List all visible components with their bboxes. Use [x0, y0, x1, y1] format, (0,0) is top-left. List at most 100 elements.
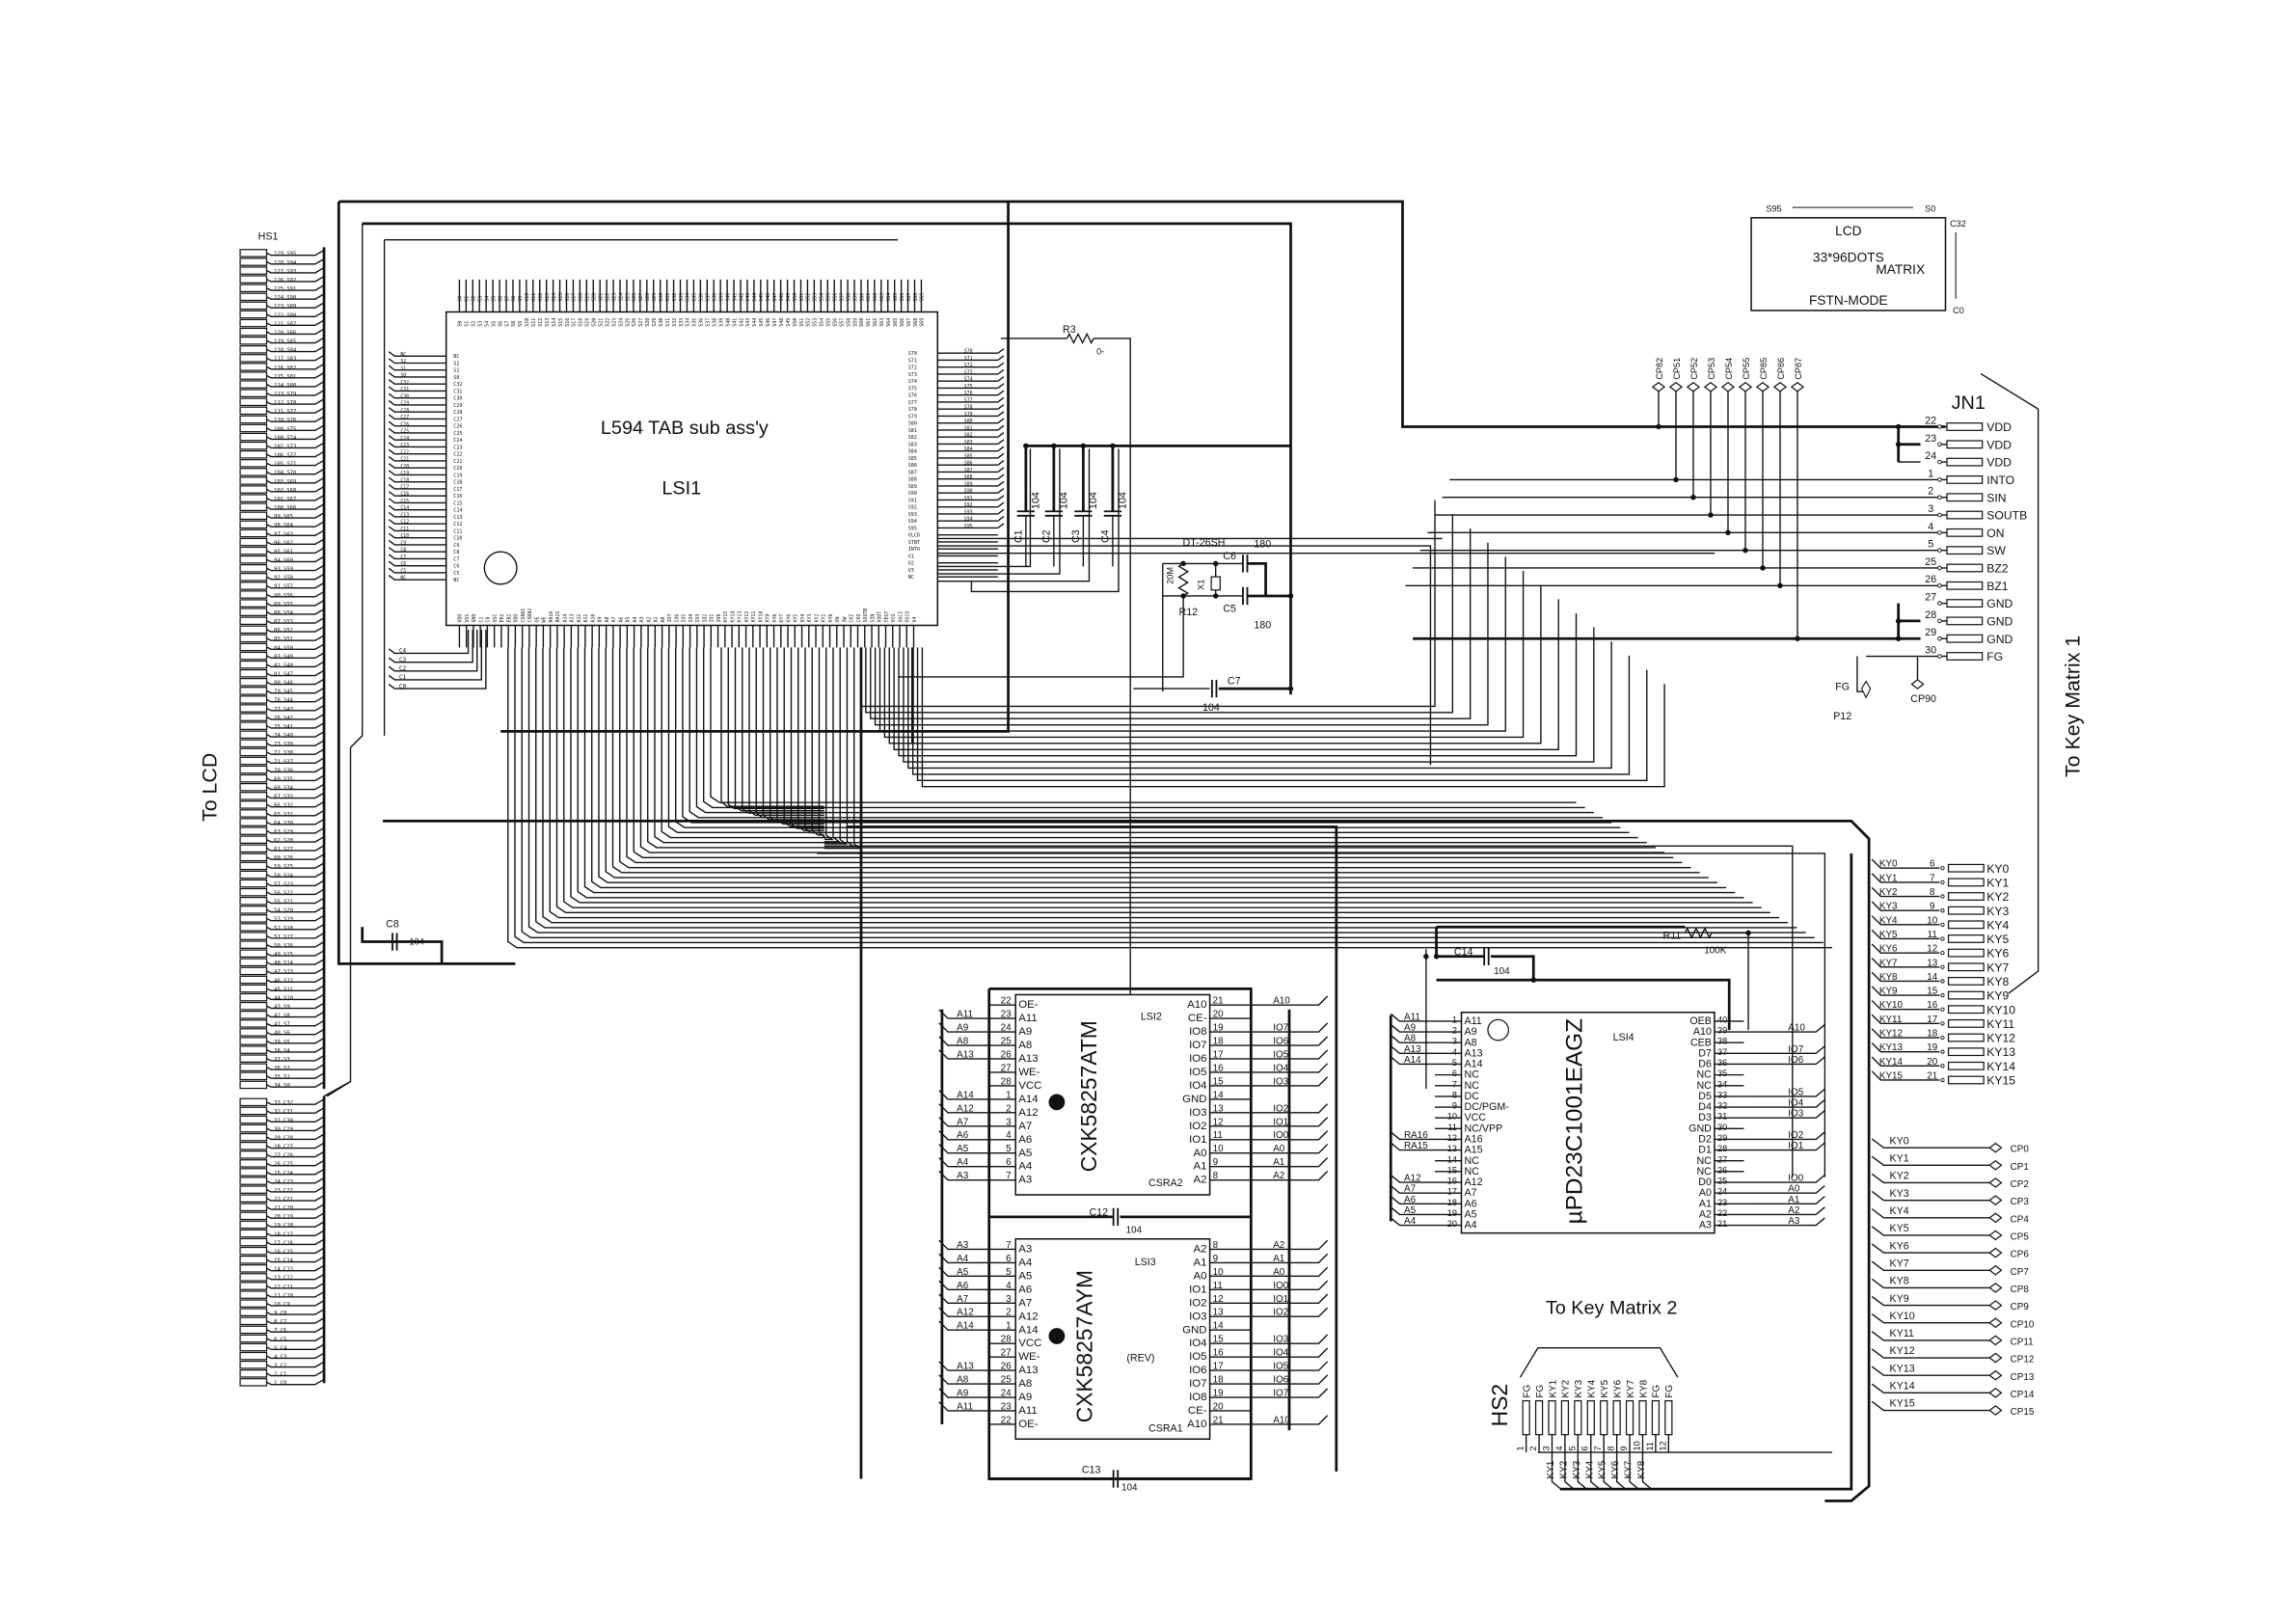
pin-name: IO6 [1189, 1053, 1206, 1065]
jn1-pin-name: ON [1986, 527, 2004, 540]
wire [997, 508, 1005, 515]
to-key-matrix-1-label: To Key Matrix 1 [2061, 636, 2084, 777]
lsi1-pin-label: C26 [453, 424, 462, 430]
hs2-pin-number: 4 [1554, 1446, 1564, 1450]
pin-terminal [1940, 1049, 1945, 1054]
pin-name: DC/PGM- [1465, 1101, 1510, 1113]
lsi1-net-label: C6 [400, 561, 406, 567]
wire [266, 1002, 325, 1010]
key-wire [1871, 1383, 1990, 1394]
jn1-pin [1946, 457, 1984, 467]
hs1-pin-label: 82 S48 [274, 663, 293, 668]
pin-name: A13 [1018, 1365, 1038, 1376]
pin-name: NC [1465, 1166, 1480, 1177]
lsi1-pin [388, 504, 446, 511]
lsi1-net-label: S62 [873, 293, 878, 302]
pin1-marker-icon [1487, 1018, 1509, 1041]
lsi1-net-label: S33 [679, 293, 685, 302]
jn1-pin-name: KY11 [1986, 1017, 2014, 1031]
hs1-pin-label: 26 C25 [274, 1162, 293, 1168]
hs1-pin-label: 115 S81 [274, 374, 296, 380]
lsi1-pin [388, 386, 446, 392]
wire [266, 468, 325, 475]
lsi1-pin-label: INTO [908, 547, 920, 553]
wire [1251, 1049, 1329, 1060]
junction-dot [1110, 443, 1116, 449]
hs1-pin-label: 39 S5 [274, 1040, 290, 1045]
control-wire [888, 584, 1542, 744]
hs2-pin-number: 6 [1580, 1446, 1590, 1450]
hs1-pin-label: 123 S89 [274, 304, 296, 310]
hs1-pin-label: 18 C17 [274, 1231, 293, 1237]
pin-number: 13 [1213, 1103, 1225, 1114]
lsi1-net-label: S1 [400, 365, 406, 371]
lsi1-pin-label: S87 [908, 470, 917, 475]
hs1-pin-label: 86 S52 [274, 628, 293, 634]
pin-name: A9 [1465, 1026, 1477, 1038]
lsi1-net-label: S67 [906, 293, 912, 302]
fg-label: FG [1835, 682, 1850, 693]
wire [266, 416, 325, 422]
hs2-pin [1612, 1399, 1621, 1436]
key-wire [1871, 1243, 1990, 1254]
key-wire [1871, 1295, 1990, 1307]
hs1-pin [239, 923, 268, 932]
pin-number: 28 [1717, 1144, 1727, 1153]
lsi1-net-label: S1 [465, 296, 471, 302]
c8-value: 104 [410, 937, 424, 947]
lsi1-pin-label: KY5 [794, 614, 799, 623]
pin-number: 35 [1717, 1068, 1727, 1078]
jn1-pin-name: INTO [1986, 473, 2014, 487]
lsi1-pin-label: C20 [453, 466, 462, 472]
pin-name: NC [1465, 1069, 1480, 1081]
lsi1-pin-label: C19 [453, 473, 462, 478]
pin-number: 26 [1001, 1362, 1013, 1372]
hs1-pin [239, 1063, 268, 1072]
test-point-label: CP86 [1776, 358, 1786, 380]
pin-number: 36 [1717, 1058, 1727, 1068]
hs1-pin [239, 380, 268, 389]
lsi1-net-label: S10 [525, 293, 530, 302]
key-wire [1871, 958, 1940, 968]
lsi1-pin-label: S11 [531, 318, 537, 327]
pin-number: 12 [1447, 1133, 1457, 1143]
wire [742, 647, 824, 814]
test-point-label: CP52 [1689, 358, 1699, 380]
address-data-wire [611, 647, 1700, 874]
lsi1-pin-label: S72 [908, 365, 917, 371]
pin-name: VCC [1018, 1080, 1041, 1092]
address-data-wire [654, 647, 1647, 844]
wire [817, 852, 1826, 1177]
lsi1-net-label: C11 [400, 527, 409, 532]
pin-number: 1 [1006, 1321, 1012, 1332]
lsi1-pin-label: C7 [453, 556, 459, 562]
jn1-pin [1947, 906, 1985, 915]
wire [1743, 1088, 1825, 1097]
test-point-label: CP82 [1655, 358, 1664, 380]
lsi1-pin-label: S28 [645, 318, 651, 327]
jn1-pin-name: KY0 [1986, 862, 2009, 876]
lsi1-pin [388, 483, 446, 490]
lsi1-pin-label: IO4 [689, 614, 694, 623]
lsi1-net-label: C25 [400, 429, 409, 435]
hs1-pin [239, 687, 268, 695]
test-point-label: CP15 [2011, 1407, 2035, 1418]
lsi1-pin-label: S53 [813, 318, 819, 327]
wire [266, 635, 325, 641]
net-label: A11 [957, 1010, 973, 1020]
lsi1-pin-label: A4 [633, 616, 638, 622]
jn1-pin-number: 4 [1928, 521, 1933, 532]
key-net-label: KY5 [1890, 1223, 1909, 1234]
wire [1390, 1184, 1436, 1194]
hs1-pin-label: 105 S71 [274, 462, 296, 468]
lsi1-pin-label: S31 [665, 318, 671, 327]
lsi1-pin-label: A7 [611, 616, 617, 622]
pin-number: 11 [1447, 1123, 1457, 1132]
key-net-label: KY2 [1890, 1171, 1909, 1182]
pin-number: 10 [1213, 1267, 1225, 1278]
address-data-wire [710, 647, 1577, 803]
wire [266, 547, 325, 555]
pin-number: 32 [1717, 1101, 1727, 1111]
control-wire [898, 612, 1578, 757]
lsi1-pin-label: S42 [739, 318, 744, 327]
